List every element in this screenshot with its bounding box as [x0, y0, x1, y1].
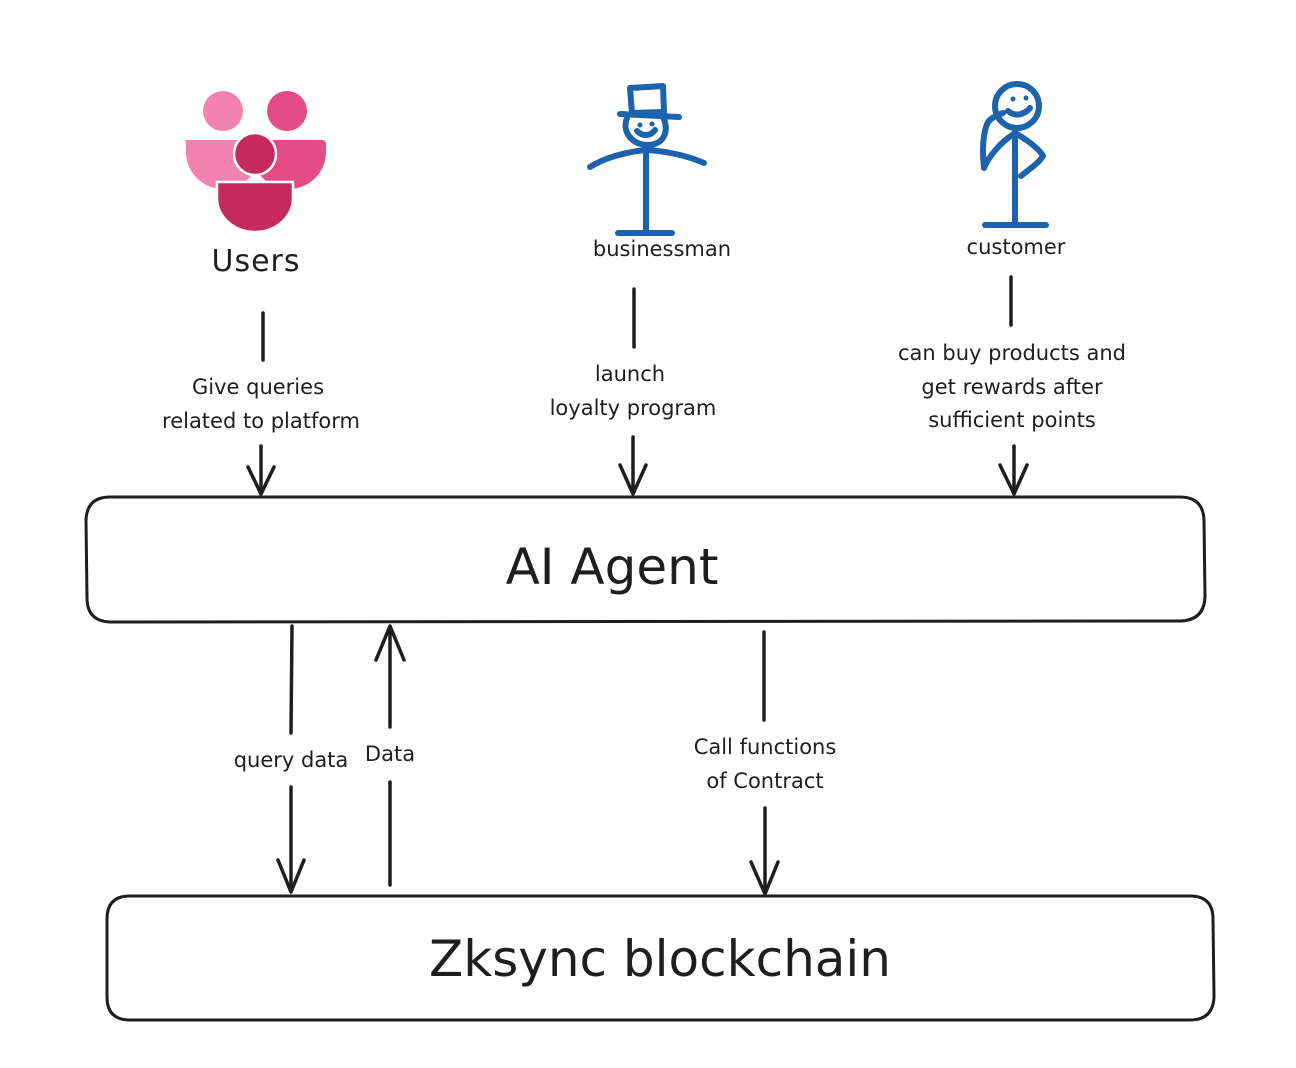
call-functions-label-line1: Call functions — [694, 735, 837, 759]
call-functions-label-line2: of Contract — [706, 769, 823, 793]
query-data-arrow — [276, 624, 306, 894]
stick-figure-icon — [980, 81, 1049, 228]
query-data-label: query data — [234, 748, 349, 772]
customer-to-agent-arrow — [998, 275, 1029, 496]
data-return-label: Data — [365, 742, 415, 766]
users-group-icon — [185, 91, 326, 234]
users-edge-label-line2: related to platform — [162, 409, 360, 433]
data-return-arrow — [374, 624, 406, 887]
call-functions-arrow — [749, 630, 780, 896]
users-to-agent-arrow — [246, 311, 276, 496]
users-edge-label-line1: Give queries — [192, 375, 324, 399]
businessman-label: businessman — [593, 237, 731, 261]
businessman-edge-label-line2: loyalty program — [550, 396, 717, 420]
top-hat-stick-figure-icon — [587, 83, 707, 236]
blockchain-node: Zksync blockchain — [105, 894, 1216, 1022]
businessman-to-agent-arrow — [618, 287, 648, 496]
customer-edge-label-line2: get rewards after — [921, 375, 1103, 399]
blockchain-title: Zksync blockchain — [429, 930, 891, 988]
ai-agent-title: AI Agent — [506, 538, 719, 596]
customer-label: customer — [967, 235, 1066, 259]
customer-edge-label-line3: sufficient points — [928, 408, 1096, 432]
users-label: Users — [211, 244, 300, 279]
businessman-edge-label-line1: launch — [595, 362, 665, 386]
ai-agent-node: AI Agent — [84, 495, 1207, 624]
customer-edge-label-line1: can buy products and — [898, 341, 1126, 365]
